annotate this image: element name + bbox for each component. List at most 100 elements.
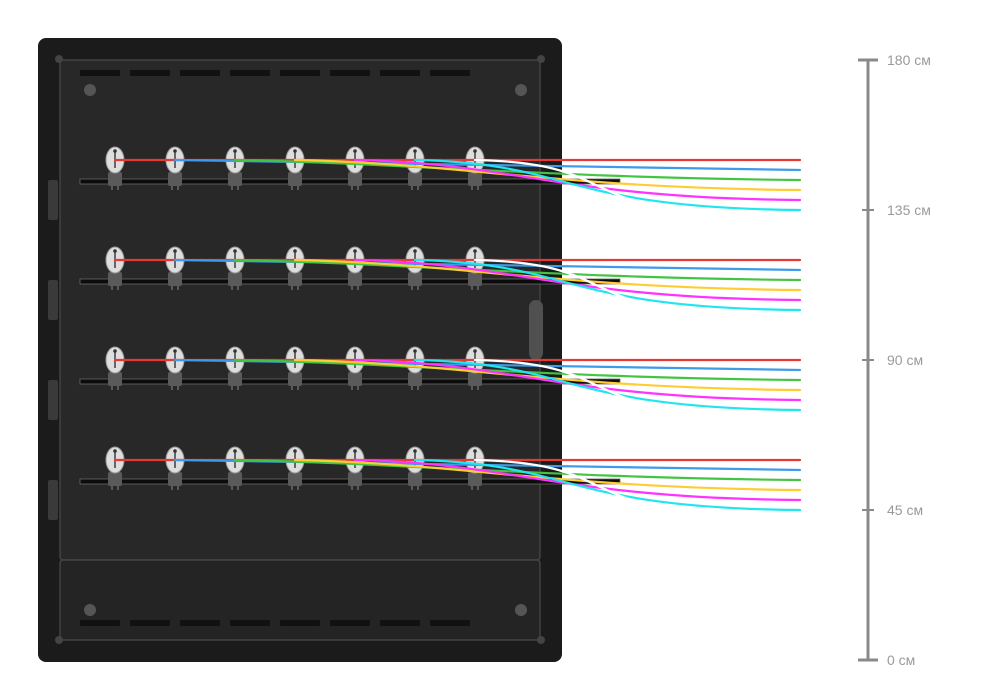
hinge xyxy=(48,280,58,320)
module-pin xyxy=(353,249,357,253)
shelves xyxy=(79,146,802,522)
cable-module xyxy=(105,146,125,190)
panel-screw xyxy=(84,604,96,616)
module-pin xyxy=(413,349,417,353)
module-pin xyxy=(173,349,177,353)
cable-module xyxy=(225,246,245,290)
module-pin xyxy=(413,149,417,153)
height-scale: 180 см 135 см 90 см 45 см 0 см xyxy=(858,52,931,668)
module-base xyxy=(288,172,302,186)
module-pin xyxy=(353,449,357,453)
cable xyxy=(353,458,802,502)
cable xyxy=(173,458,802,472)
module-pin xyxy=(293,149,297,153)
cable-bundle xyxy=(113,458,802,522)
vent-slot xyxy=(430,70,470,76)
corner-screw xyxy=(537,636,545,644)
hinge xyxy=(48,180,58,220)
cable-module xyxy=(405,446,425,490)
cable-module xyxy=(285,346,305,390)
cable-bundle xyxy=(113,158,802,222)
cable-module xyxy=(405,246,425,290)
cable-module xyxy=(225,346,245,390)
module-base xyxy=(228,272,242,286)
module-pin xyxy=(473,149,477,153)
module-base xyxy=(408,372,422,386)
module-base xyxy=(228,472,242,486)
vent-slot xyxy=(130,620,170,626)
module-pin xyxy=(113,249,117,253)
cable-module xyxy=(345,146,365,190)
module-base xyxy=(348,172,362,186)
cable xyxy=(353,258,802,302)
cable-module xyxy=(285,246,305,290)
module-base xyxy=(288,272,302,286)
door-handle[interactable] xyxy=(529,300,543,360)
module-base xyxy=(168,472,182,486)
module-base xyxy=(348,472,362,486)
cable-module xyxy=(165,146,185,190)
module-pin xyxy=(413,249,417,253)
module-pin xyxy=(233,249,237,253)
module-pin xyxy=(173,149,177,153)
shelf xyxy=(79,146,802,222)
module-pin xyxy=(293,349,297,353)
corner-screw xyxy=(537,55,545,63)
shelf xyxy=(79,346,802,422)
module-pin xyxy=(293,249,297,253)
cable-module xyxy=(165,346,185,390)
vent-slot xyxy=(80,70,120,76)
hinge xyxy=(48,480,58,520)
cable xyxy=(353,358,802,402)
module-base xyxy=(468,372,482,386)
module-base xyxy=(108,372,122,386)
vent-slot xyxy=(430,620,470,626)
vent-slot xyxy=(380,620,420,626)
module-base xyxy=(228,172,242,186)
shelf xyxy=(79,446,802,522)
cable-module xyxy=(105,246,125,290)
vent-slot xyxy=(180,70,220,76)
vent-slot xyxy=(130,70,170,76)
cable-module xyxy=(105,446,125,490)
module-base xyxy=(348,272,362,286)
vent-slot xyxy=(230,620,270,626)
vent-slot xyxy=(330,620,370,626)
cable xyxy=(473,158,802,222)
lower-panel xyxy=(59,559,541,641)
module-pin xyxy=(413,449,417,453)
module-base xyxy=(348,372,362,386)
module-pin xyxy=(113,449,117,453)
module-pin xyxy=(353,149,357,153)
cable xyxy=(173,358,802,372)
vent-slot xyxy=(80,620,120,626)
module-base xyxy=(288,372,302,386)
scale-label-90: 90 см xyxy=(887,352,923,368)
cable-module xyxy=(285,146,305,190)
cable-module xyxy=(345,246,365,290)
module-pin xyxy=(353,349,357,353)
cable-module xyxy=(165,246,185,290)
cable-module xyxy=(345,446,365,490)
vent-slot xyxy=(380,70,420,76)
corner-screw xyxy=(55,636,63,644)
cable-module xyxy=(225,146,245,190)
vent-slot xyxy=(330,70,370,76)
module-base xyxy=(168,172,182,186)
hinge xyxy=(48,380,58,420)
module-base xyxy=(468,272,482,286)
cable-module xyxy=(405,346,425,390)
cable xyxy=(413,258,802,312)
corner-screw xyxy=(55,55,63,63)
module-base xyxy=(468,172,482,186)
module-base xyxy=(108,272,122,286)
module-pin xyxy=(473,449,477,453)
vent-slot xyxy=(280,70,320,76)
cable xyxy=(413,158,802,212)
vent-slot xyxy=(180,620,220,626)
cable-module xyxy=(225,446,245,490)
vent-slot xyxy=(280,620,320,626)
module-pin xyxy=(293,449,297,453)
module-base xyxy=(408,472,422,486)
